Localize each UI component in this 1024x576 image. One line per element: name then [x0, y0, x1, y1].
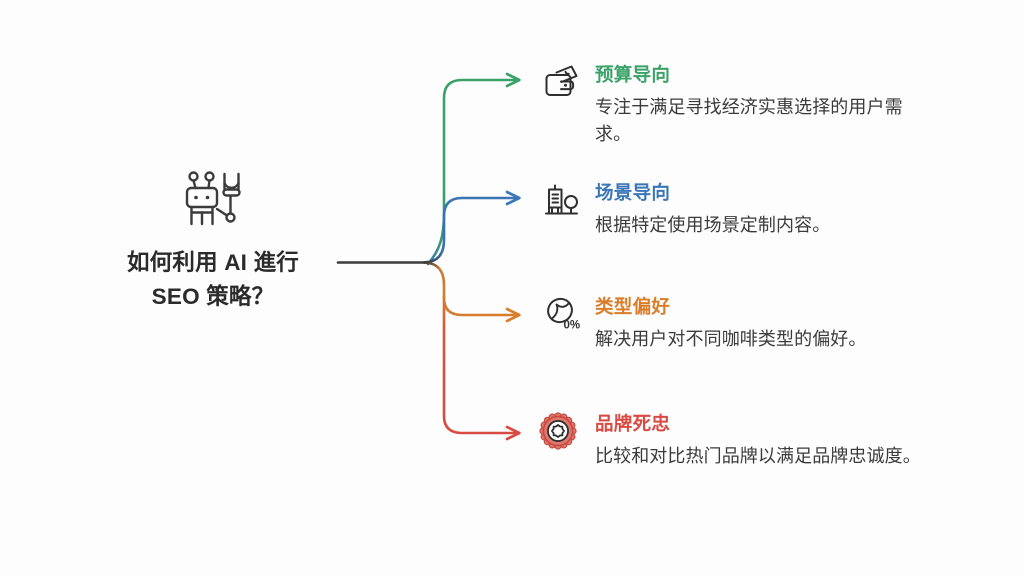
svg-text:0%: 0%: [564, 320, 581, 332]
root-node[interactable]: 如何利用 AI 進行 SEO 策略？: [88, 168, 338, 314]
wallet-icon: [545, 65, 578, 96]
connector-branch-2: [422, 261, 521, 323]
branch-body: 品牌死忠 比较和对比热门品牌以满足品牌忠诚度。: [595, 411, 921, 470]
branch-title: 类型偏好: [595, 296, 671, 317]
branch-scenario-oriented[interactable]: 场景导向 根据特定使用场景定制内容。: [543, 180, 830, 239]
branch-budget-oriented[interactable]: 预算导向 专注于满足寻找经济实惠选择的用户需求。: [543, 62, 925, 148]
branch-description: 根据特定使用场景定制内容。: [595, 215, 831, 236]
branch-body: 场景导向 根据特定使用场景定制内容。: [595, 180, 830, 239]
branch-brand-loyalty[interactable]: 品牌死忠 比较和对比热门品牌以满足品牌忠诚度。: [539, 411, 921, 470]
seal-badge-icon: [539, 412, 577, 450]
branch-description: 比较和对比热门品牌以满足品牌忠诚度。: [595, 446, 921, 467]
branch-description: 解决用户对不同咖啡类型的偏好。: [595, 329, 867, 350]
branch-title: 品牌死忠: [595, 413, 671, 434]
root-title: 如何利用 AI 進行 SEO 策略？: [126, 250, 299, 309]
building-tree-icon: [545, 184, 578, 215]
branch-title: 预算导向: [595, 64, 671, 85]
branch-body: 类型偏好 解决用户对不同咖啡类型的偏好。: [595, 294, 867, 353]
connector-branch-1: [422, 190, 521, 264]
coffee-bean-percent-icon: 0%: [547, 297, 581, 332]
connector-branch-3: [442, 294, 521, 441]
branch-title: 场景导向: [595, 182, 671, 203]
branch-type-preference[interactable]: 0% 类型偏好 解决用户对不同咖啡类型的偏好。: [543, 294, 867, 353]
branch-description: 专注于满足寻找经济实惠选择的用户需求。: [595, 97, 903, 145]
branch-body: 预算导向 专注于满足寻找经济实惠选择的用户需求。: [595, 62, 925, 148]
connector-branch-0: [426, 72, 521, 266]
robot-with-wrench-icon: [185, 171, 241, 226]
